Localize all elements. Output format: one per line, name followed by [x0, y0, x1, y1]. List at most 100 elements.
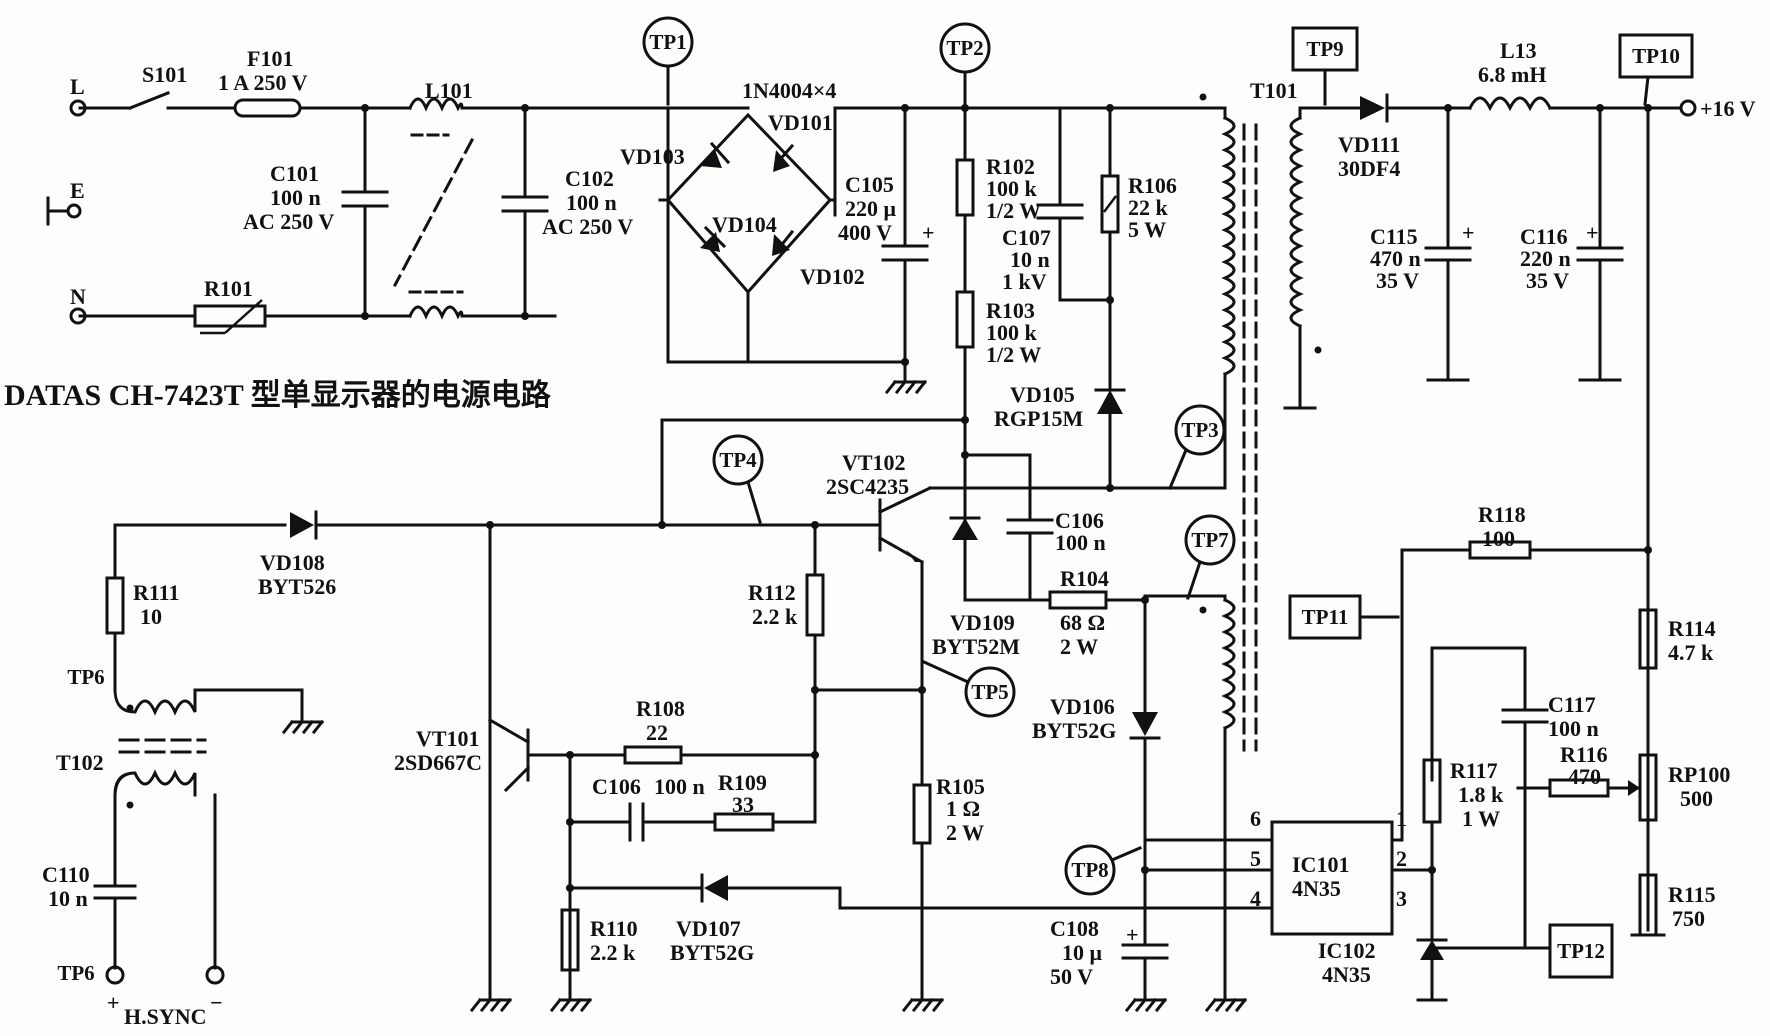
label-VT102-v1: 2SC4235 [826, 474, 909, 499]
c116-plus: + [1586, 220, 1599, 245]
label-C105-v1: 220 μ [845, 196, 897, 221]
label-L101: L101 [425, 78, 473, 103]
label-C117-v1: 100 n [1548, 716, 1599, 741]
label-C116-v2: 35 V [1526, 268, 1569, 293]
label-VD107-v1: BYT52G [670, 940, 754, 965]
ic-pin-1: 1 [1396, 806, 1407, 831]
terminal-L [69, 99, 87, 117]
label-R116: R116 [1560, 742, 1608, 767]
tp8-label: TP8 [1071, 858, 1108, 882]
label-T101: T101 [1250, 78, 1298, 103]
label-IC101-v1: 4N35 [1292, 876, 1341, 901]
tp3-label: TP3 [1181, 418, 1218, 442]
label-VD106-v1: BYT52G [1032, 718, 1116, 743]
label-R117-v1: 1.8 k [1458, 782, 1504, 807]
terminal-N [69, 307, 87, 325]
label-C101: C101 [270, 161, 319, 186]
c105-plus: + [922, 220, 935, 245]
terminal-E-label: E [70, 178, 85, 203]
tp8-bubble [1064, 844, 1116, 896]
label-R110-v1: 2.2 k [590, 940, 636, 965]
label-VD105: VD105 [1010, 382, 1075, 407]
label-F101-value: 1 A 250 V [218, 70, 308, 95]
tp2-label: TP2 [946, 36, 983, 60]
label-C115-v2: 35 V [1376, 268, 1419, 293]
diagram-title: DATAS CH-7423T 型单显示器的电源电路 [4, 379, 552, 412]
drive-section [105, 418, 1272, 1002]
label-C107-v1: 10 n [1010, 247, 1050, 272]
label-VD107: VD107 [676, 916, 741, 941]
secondary-output [1283, 93, 1697, 932]
label-R102-v1: 100 k [986, 176, 1038, 201]
c115-plus: + [1462, 220, 1475, 245]
label-C116-v1: 220 n [1520, 246, 1571, 271]
label-R111: R111 [133, 580, 179, 605]
fuse-F101 [233, 98, 302, 118]
label-S101: S101 [142, 62, 187, 87]
label-C108: C108 [1050, 916, 1099, 941]
label-C106b-v1: 100 n [654, 774, 705, 799]
label-VD109: VD109 [950, 610, 1015, 635]
c108-plus: + [1126, 922, 1139, 947]
tp12-label: TP12 [1557, 939, 1605, 963]
label-RP100-v1: 500 [1680, 786, 1713, 811]
label-VD111: VD111 [1338, 132, 1400, 157]
label-R115-v1: 750 [1672, 906, 1705, 931]
choke-L101 [392, 97, 475, 320]
label-C108-v1: 10 μ [1062, 940, 1103, 965]
tp10-label: TP10 [1632, 44, 1680, 68]
label-C102: C102 [565, 166, 614, 191]
label-R114: R114 [1668, 616, 1716, 641]
tp4-bubble [712, 434, 764, 486]
label-C107-v2: 1 kV [1002, 269, 1047, 294]
label-C105: C105 [845, 172, 894, 197]
label-R105-v2: 2 W [946, 820, 984, 845]
tp5-label: TP5 [971, 680, 1008, 704]
ic101-leads [1143, 838, 1274, 910]
label-R103-v1: 100 k [986, 320, 1038, 345]
label-VT102: VT102 [842, 450, 906, 475]
transformer-T102 [93, 688, 304, 985]
tp4-label: TP4 [719, 448, 757, 472]
label-R109: R109 [718, 770, 767, 795]
tp6-label-top: TP6 [67, 665, 104, 689]
label-R108-v1: 22 [646, 720, 668, 745]
label-R117-v2: 1 W [1462, 806, 1500, 831]
label-R108: R108 [636, 696, 685, 721]
label-C101-v2: AC 250 V [243, 209, 334, 234]
terminal-L-label: L [70, 74, 85, 99]
label-R102: R102 [986, 154, 1035, 179]
label-VT101: VT101 [416, 726, 480, 751]
hsync-label: H.SYNC [124, 1004, 207, 1029]
tp12-box [1548, 923, 1614, 979]
label-R101: R101 [204, 276, 253, 301]
label-C105-v2: 400 V [838, 220, 892, 245]
label-T102: T102 [56, 750, 104, 775]
label-R118: R118 [1478, 502, 1526, 527]
ic-pin-3: 3 [1396, 886, 1407, 911]
label-C115: C115 [1370, 224, 1418, 249]
label-R114-v1: 4.7 k [1668, 640, 1714, 665]
label-C115-v1: 470 n [1370, 246, 1421, 271]
junction-dots [361, 104, 1652, 892]
output-voltage-label: +16 V [1700, 96, 1756, 121]
hsync-plus: + [107, 990, 120, 1015]
tp7-label: TP7 [1191, 528, 1228, 552]
label-C107: C107 [1002, 225, 1051, 250]
tp11-label: TP11 [1302, 605, 1349, 629]
tp3-bubble [1174, 404, 1226, 456]
label-F101: F101 [247, 46, 293, 71]
label-C102-v2: AC 250 V [542, 214, 633, 239]
label-C106a: C106 [1055, 508, 1104, 533]
tp1-label: TP1 [649, 30, 686, 54]
label-IC102-v1: 4N35 [1322, 962, 1371, 987]
label-VD104: VD104 [712, 212, 777, 237]
bridge-rectifier [658, 106, 837, 364]
label-C117: C117 [1548, 692, 1596, 717]
label-R118-v1: 100 [1482, 526, 1515, 551]
label-C106a-v1: 100 n [1055, 530, 1106, 555]
label-VD108-v1: BYT526 [258, 574, 336, 599]
label-R117: R117 [1450, 758, 1498, 783]
